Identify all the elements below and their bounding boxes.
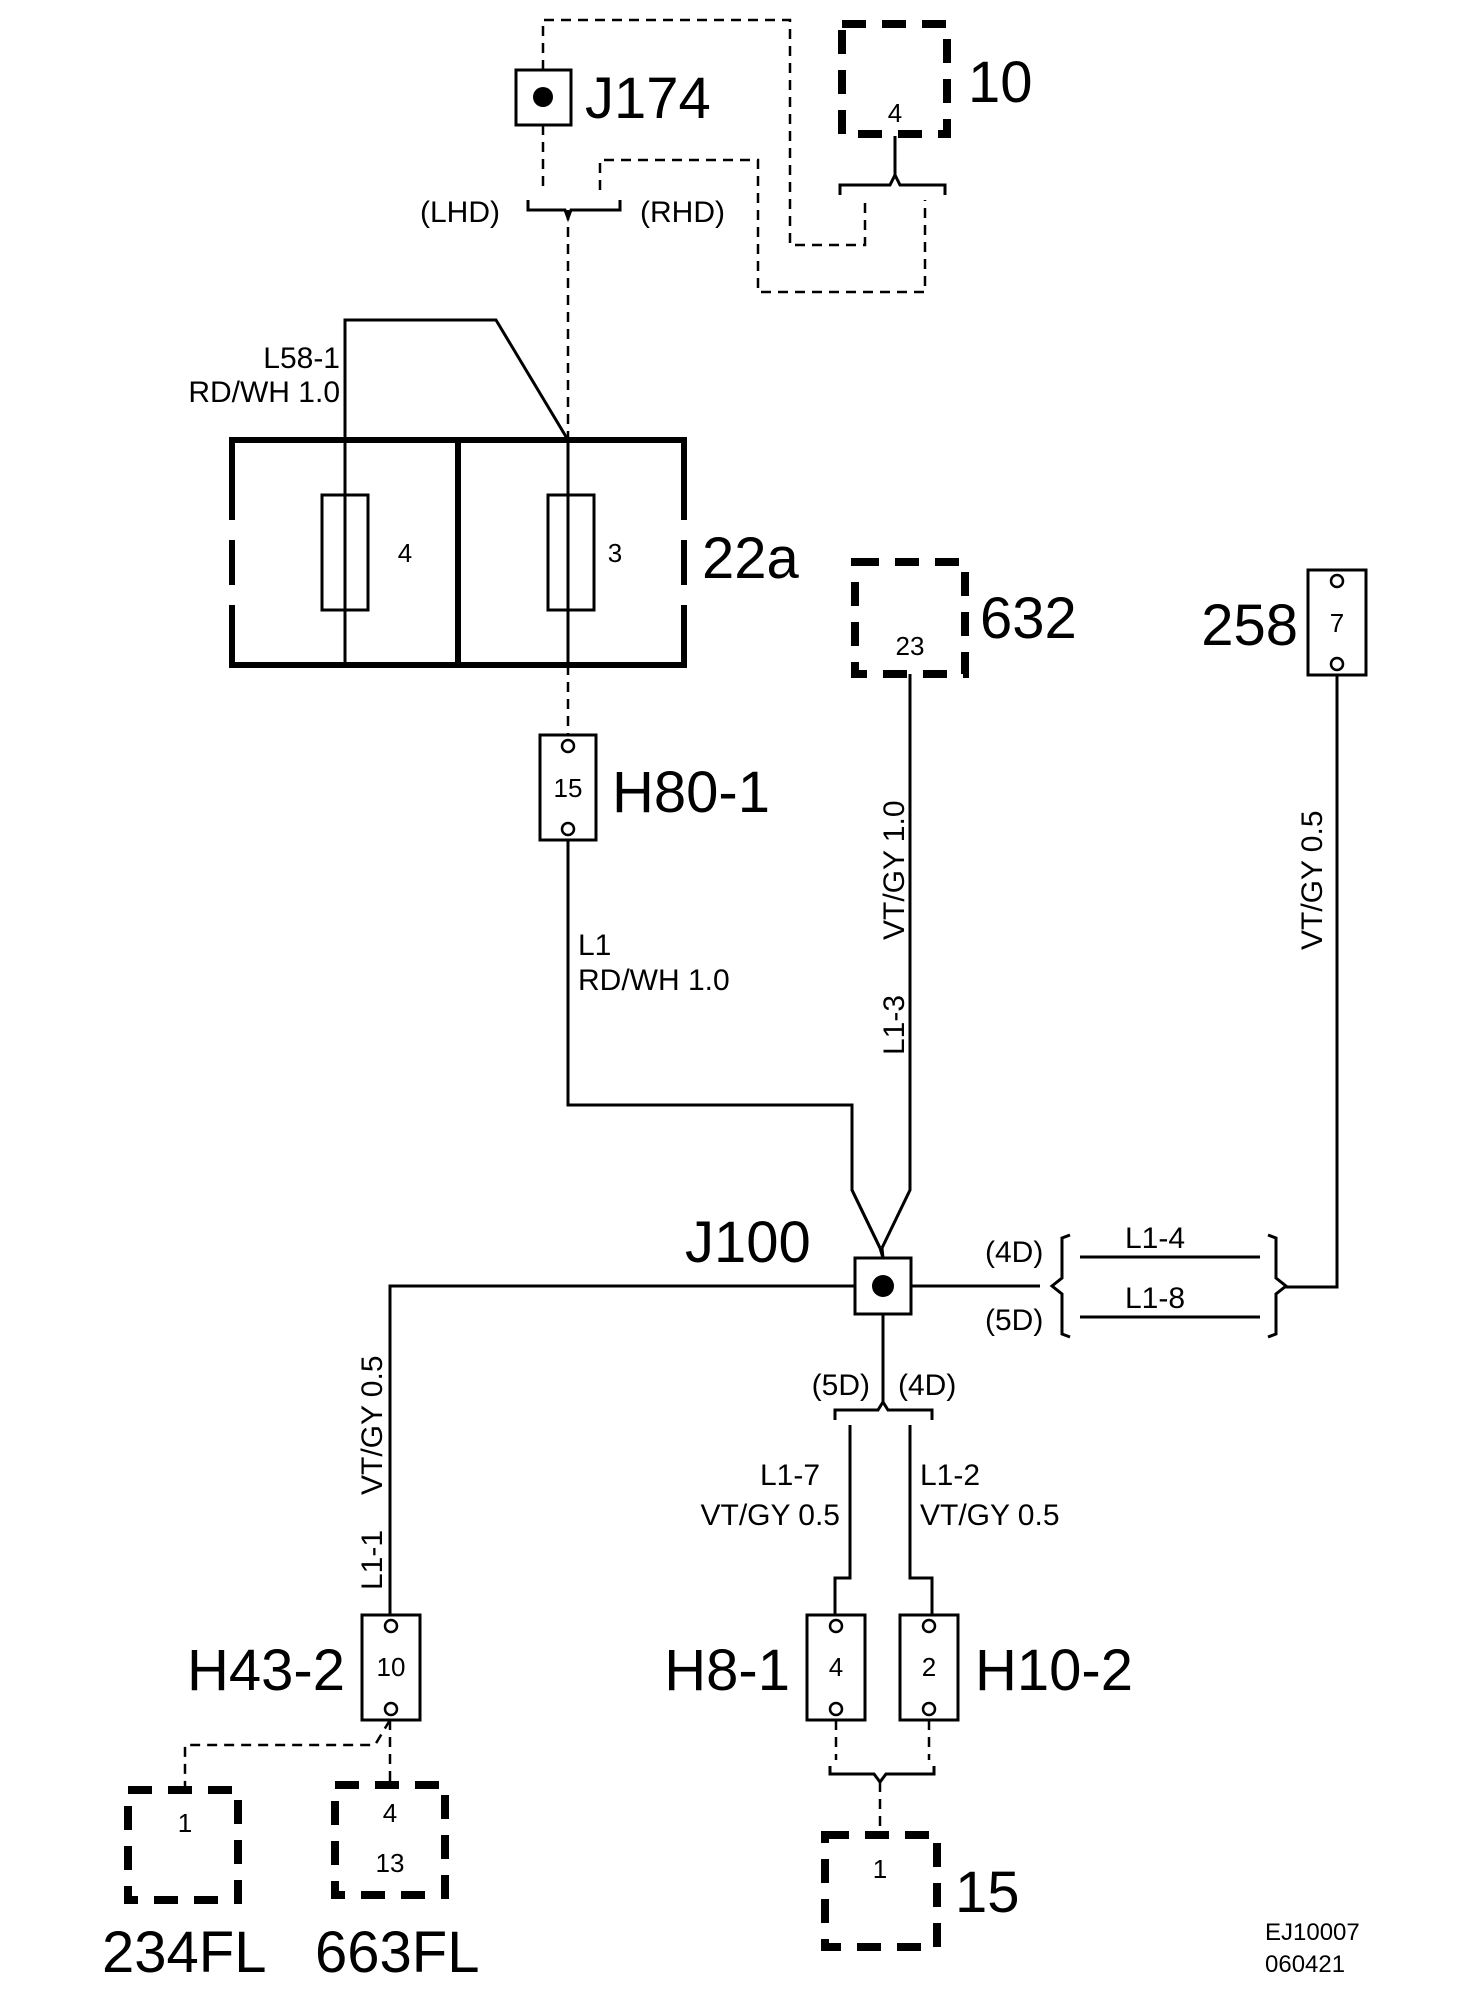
- label-5d-right: (5D): [985, 1304, 1043, 1337]
- bracket-10: [838, 136, 947, 195]
- label-234fl: 234FL: [102, 1920, 266, 1985]
- label-h8-1: H8-1: [664, 1638, 790, 1703]
- wire-l58-1: L58-1 RD/WH 1.0: [188, 318, 570, 665]
- label-l58-1: L58-1: [263, 342, 340, 375]
- label-h10-2: H10-2: [975, 1638, 1133, 1703]
- connector-258[interactable]: 7 258: [1201, 568, 1368, 677]
- label-l1-3: L1-3: [878, 995, 911, 1055]
- pin-10-4: 4: [888, 98, 902, 128]
- component-632[interactable]: 23 632: [851, 558, 1077, 678]
- component-234fl[interactable]: 1 234FL: [102, 1786, 266, 1985]
- label-5d-bottom: (5D): [812, 1369, 870, 1402]
- pin-663fl-13: 13: [376, 1848, 405, 1878]
- label-10: 10: [968, 50, 1033, 115]
- pin-h80-15: 15: [554, 773, 583, 803]
- fuse-4-label: 4: [398, 538, 412, 568]
- label-j100: J100: [685, 1210, 811, 1275]
- label-h43-2: H43-2: [187, 1638, 345, 1703]
- pin-258-7: 7: [1330, 608, 1344, 638]
- pin-234fl-1: 1: [178, 1808, 192, 1838]
- wires-l1-4-l1-8: (4D) (5D) L1-4 L1-8: [911, 1222, 1289, 1339]
- label-4d-bottom: (4D): [898, 1369, 956, 1402]
- label-rhd: (RHD): [640, 196, 725, 229]
- label-l1-spec: RD/WH 1.0: [578, 964, 730, 997]
- label-258-spec: VT/GY 0.5: [1296, 810, 1329, 950]
- label-l1-3-spec: VT/GY 1.0: [878, 800, 911, 940]
- fuse-3-label: 3: [608, 538, 622, 568]
- connector-h43-2[interactable]: 10 H43-2: [187, 1613, 422, 1722]
- bracket-lhd-rhd: (LHD) (RHD): [420, 196, 725, 229]
- label-258: 258: [1201, 593, 1298, 658]
- wire-l1-1: L1-1 VT/GY 0.5: [356, 1284, 855, 1625]
- pin-h8-4: 4: [829, 1652, 843, 1682]
- pin-h43-10: 10: [377, 1652, 406, 1682]
- label-663fl: 663FL: [315, 1920, 479, 1985]
- pin-15-1: 1: [873, 1854, 887, 1884]
- component-663fl[interactable]: 4 13 663FL: [315, 1781, 479, 1985]
- wire-l1-3-join: [880, 1247, 885, 1259]
- wire-l1-end: [850, 1189, 882, 1249]
- connector-h10-2[interactable]: 2 H10-2: [898, 1613, 1133, 1722]
- component-10[interactable]: 4 10: [838, 20, 1033, 138]
- dashed-routing-top: [541, 18, 927, 440]
- label-l1-2-spec: VT/GY 0.5: [920, 1499, 1060, 1532]
- label-632: 632: [980, 586, 1077, 651]
- splice-j100[interactable]: J100: [685, 1210, 913, 1316]
- connector-h80-1[interactable]: 15 H80-1: [538, 733, 770, 842]
- diagram-date: 060421: [1265, 1951, 1345, 1978]
- label-l1-1: L1-1: [356, 1530, 389, 1590]
- label-j174: J174: [585, 66, 711, 131]
- connector-j174[interactable]: J174: [514, 66, 711, 131]
- label-l1-7: L1-7: [760, 1459, 820, 1492]
- label-l1-4: L1-4: [1125, 1222, 1185, 1255]
- label-l1-8: L1-8: [1125, 1282, 1185, 1315]
- pin-632-23: 23: [896, 631, 925, 661]
- wire-l1: L1 RD/WH 1.0: [566, 840, 882, 1249]
- component-15[interactable]: 1 15: [821, 1831, 1020, 1951]
- label-l58-spec: RD/WH 1.0: [188, 376, 340, 409]
- wires-l1-7-l1-2: (5D) (4D) L1-7 VT/GY 0.5 L1-2 VT/GY 0.5: [700, 1314, 1060, 1625]
- fuse-box-22a[interactable]: 4 3 22a: [226, 437, 800, 668]
- pin-h10-2: 2: [922, 1652, 936, 1682]
- label-l1-1-spec: VT/GY 0.5: [356, 1355, 389, 1495]
- label-l1-2: L1-2: [920, 1459, 980, 1492]
- diagram-code: EJ10007: [1265, 1919, 1360, 1946]
- label-l1-7-spec: VT/GY 0.5: [700, 1499, 840, 1532]
- connector-h8-1[interactable]: 4 H8-1: [664, 1613, 867, 1722]
- label-15: 15: [955, 1860, 1020, 1925]
- label-h80-1: H80-1: [612, 760, 770, 825]
- wire-l1-3: L1-3 VT/GY 1.0: [878, 674, 912, 1249]
- label-22a: 22a: [702, 526, 800, 591]
- dashed-h8-h10-to-15: [828, 1720, 936, 1835]
- wire-258: VT/GY 0.5: [1285, 675, 1339, 1289]
- label-lhd: (LHD): [420, 196, 500, 229]
- dashed-h43-branches: [183, 1719, 392, 1790]
- label-l1: L1: [578, 929, 611, 962]
- label-4d-right: (4D): [985, 1236, 1043, 1269]
- pin-663fl-4: 4: [383, 1798, 397, 1828]
